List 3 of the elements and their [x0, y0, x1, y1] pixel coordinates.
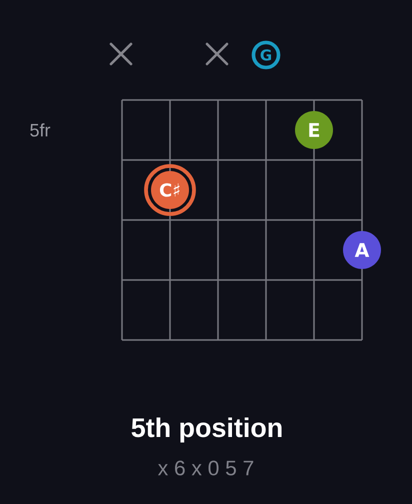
fingering-label: x 6 x 0 5 7	[158, 460, 254, 476]
chord-title: 5th position	[132, 417, 282, 443]
fret-number-label: 5fr	[30, 123, 50, 137]
